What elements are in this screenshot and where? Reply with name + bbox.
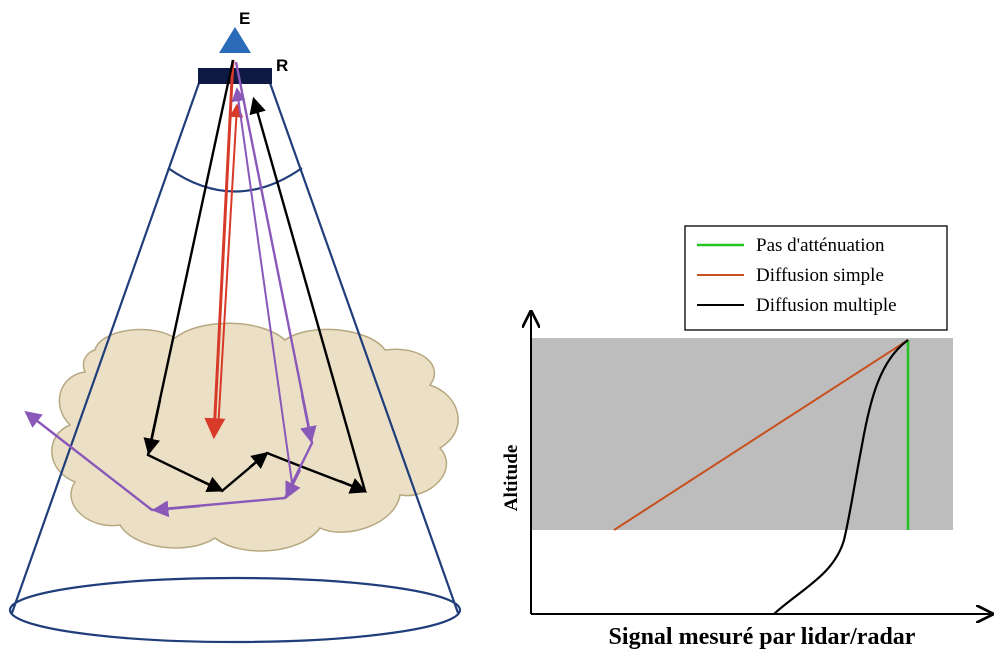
receiver-label: R (276, 56, 288, 75)
emitter-icon (219, 27, 251, 53)
multi-scatter-first-arrow (143, 399, 162, 456)
cone-base-ellipse (8, 576, 462, 644)
multiple-scatter-curve (773, 339, 909, 615)
signal-plot: Pas d'atténuation Diffusion simple Diffu… (501, 225, 992, 650)
escaped-scatter-first-arrow (300, 394, 317, 444)
legend-label-multiple-scatter: Diffusion multiple (756, 295, 897, 316)
escaped-scatter-third-arrow (151, 500, 201, 518)
escaped-scatter-second-arrow (285, 469, 302, 500)
multi-scatter-fourth-arrow (339, 478, 368, 494)
cloud-shape (51, 322, 459, 552)
legend-label-single-scatter: Diffusion simple (756, 265, 884, 286)
multi-scatter-third-arrow (249, 451, 269, 469)
escaped-scatter-return-arrow (231, 87, 294, 491)
single-scatter-return-arrow (217, 103, 244, 431)
receiver-bar (198, 68, 272, 84)
x-axis-title: Signal mesuré par lidar/radar (609, 624, 916, 650)
emitter-label: E (239, 9, 250, 28)
cone-diagram: E R (8, 9, 462, 644)
y-axis-title: Altitude (501, 445, 522, 512)
legend-label-no-attenuation: Pas d'atténuation (756, 235, 885, 256)
escaped-scatter-path (24, 61, 314, 512)
single-scatter-line (613, 339, 909, 531)
multi-scatter-second-arrow (194, 476, 225, 492)
cone-right-edge (268, 82, 460, 614)
legend: Pas d'atténuation Diffusion simple Diffu… (684, 225, 948, 331)
cone-left-edge (10, 82, 201, 614)
field-of-view-arc (167, 167, 303, 193)
single-scatter-outgoing-arrow (204, 59, 235, 440)
legend-box (684, 225, 948, 331)
cloud-layer-band (531, 338, 953, 530)
